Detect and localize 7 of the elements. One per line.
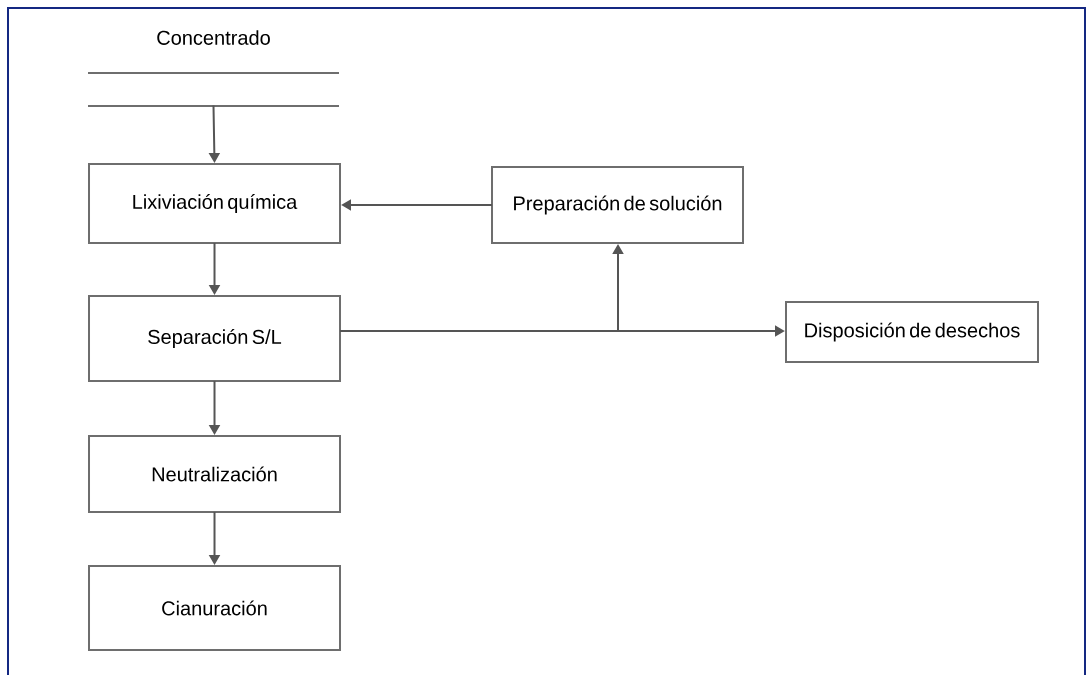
process-box: Lixiviación química: [88, 163, 341, 244]
process-box: Disposición de desechos: [785, 301, 1039, 363]
process-box: Neutralización: [88, 435, 341, 513]
process-box: Separación S/L: [88, 295, 341, 382]
process-box: Preparación de solución: [491, 166, 744, 244]
process-box: Cianuración: [88, 565, 341, 651]
stream-label: Concentrado: [88, 30, 339, 107]
